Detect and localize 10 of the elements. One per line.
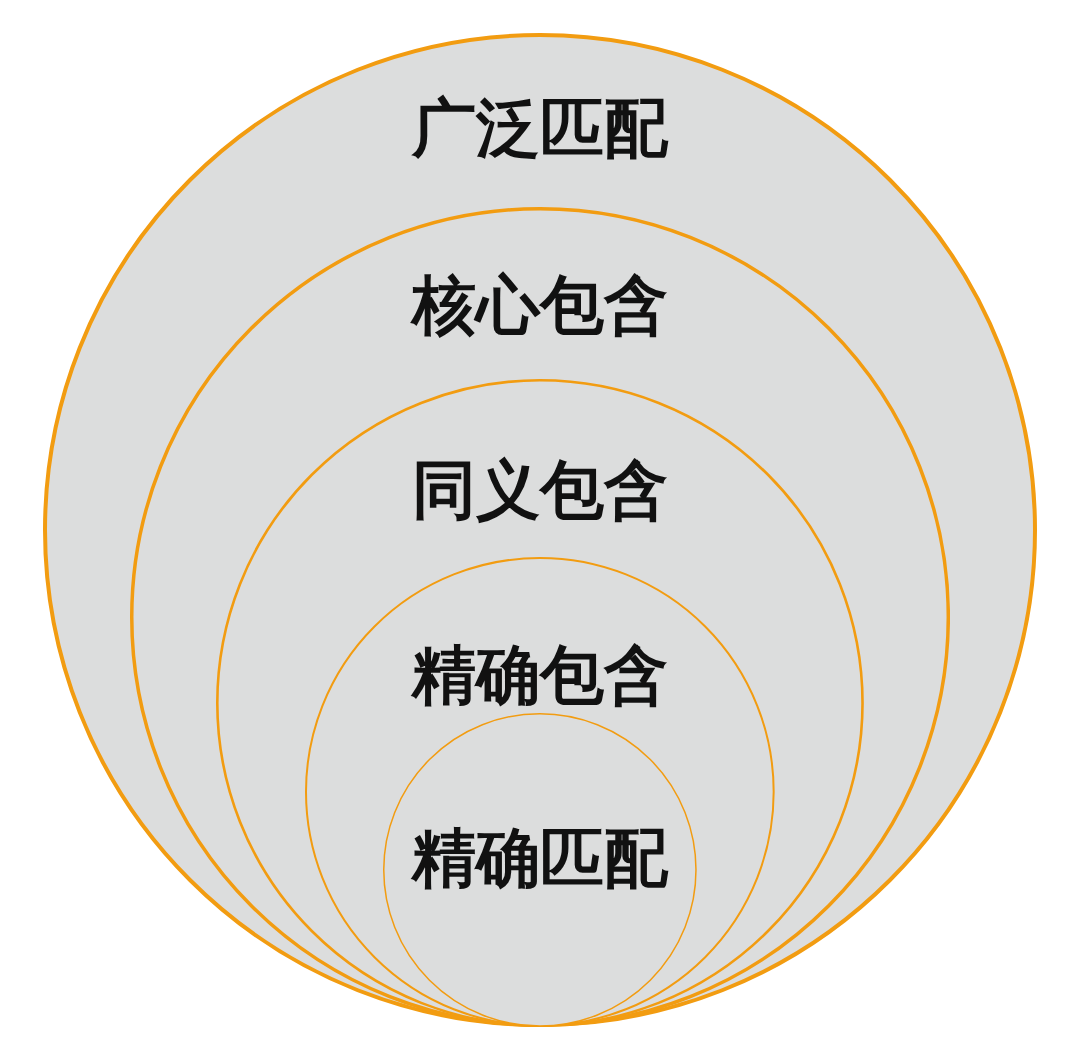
circle-label: 同义包含	[411, 452, 668, 529]
circle-label: 精确匹配	[411, 820, 668, 897]
circle-label: 精确包含	[411, 637, 668, 714]
circle-label: 广泛匹配	[412, 90, 668, 166]
circle-label: 核心包含	[412, 266, 668, 343]
nested-circle	[305, 557, 775, 1027]
nested-circle	[383, 713, 697, 1027]
nested-circle	[43, 33, 1037, 1027]
nested-circle	[216, 379, 864, 1027]
nested-circle	[129, 206, 950, 1027]
